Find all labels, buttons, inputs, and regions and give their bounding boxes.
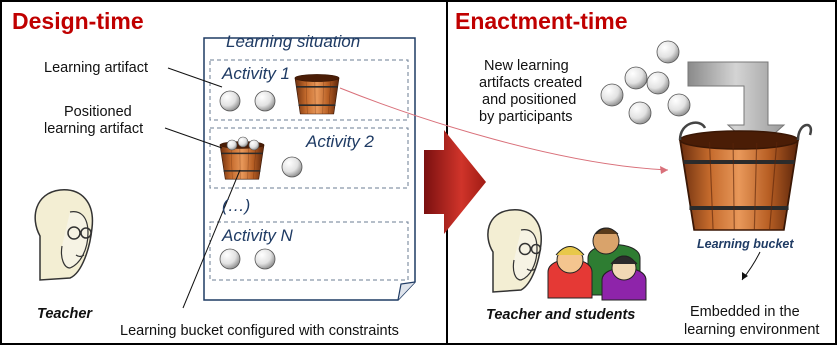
artifact-ball-icon — [281, 156, 303, 178]
embedded-label-2: learning environment — [684, 322, 820, 338]
embedded-label-1: Embedded in the — [690, 304, 800, 320]
new-artifacts-label-2: artifacts created — [479, 75, 583, 91]
activity1-label: Activity 1 — [222, 64, 291, 83]
callout-line — [167, 67, 223, 88]
bucket-handle — [796, 123, 813, 141]
new-artifacts-label-3: and positioned — [482, 92, 577, 108]
bucket-constraints-label: Learning bucket configured with constrai… — [120, 323, 399, 339]
teacher-students-label: Teacher and students — [486, 307, 636, 323]
artifact-ball-icon — [248, 139, 260, 151]
artifact-ball-icon — [237, 136, 249, 148]
artifact-ball-icon — [628, 101, 652, 125]
design-time-title: Design-time — [12, 8, 144, 34]
artifact-ball-icon — [646, 71, 670, 95]
page-curl-icon — [397, 281, 416, 301]
activity1-box — [209, 59, 409, 121]
embedded-arrowhead-icon — [742, 272, 748, 280]
positioned-artifact-label-1: Positioned — [64, 104, 132, 120]
teacher-avatar-icon — [34, 189, 94, 281]
activityN-label: Activity N — [222, 226, 293, 245]
enactment-time-title: Enactment-time — [455, 8, 628, 34]
new-artifacts-label-4: by participants — [479, 109, 573, 125]
situation-title: Learning situation — [226, 32, 361, 51]
new-artifacts-label-1: New learning — [484, 58, 569, 74]
ellipsis-label: (…) — [222, 196, 251, 215]
artifact-ball-icon — [600, 83, 624, 107]
bucket-handle — [678, 121, 707, 141]
activityN-box — [209, 221, 409, 281]
artifact-ball-icon — [656, 40, 680, 64]
artifact-ball-icon — [624, 66, 648, 90]
artifact-ball-icon — [226, 139, 238, 151]
artifact-ball-icon — [254, 248, 276, 270]
link-arrowhead-icon — [660, 166, 668, 174]
teacher-avatar-icon — [487, 209, 542, 293]
transition-arrow-icon — [424, 130, 486, 234]
teacher-label: Teacher — [37, 306, 93, 322]
link-curve — [339, 87, 669, 171]
artifact-ball-icon — [219, 248, 241, 270]
students-group-icon — [547, 227, 647, 301]
callout-line — [164, 127, 223, 149]
callout-line — [182, 169, 241, 309]
artifact-ball-icon — [219, 90, 241, 112]
learning-artifact-label: Learning artifact — [44, 60, 148, 76]
activity2-label: Activity 2 — [306, 132, 375, 151]
activity2-box — [209, 127, 409, 189]
learning-bucket-label: Learning bucket — [697, 237, 794, 251]
bucket-icon — [294, 73, 340, 115]
artifact-ball-icon — [667, 93, 691, 117]
learning-bucket-icon — [680, 131, 798, 230]
positioned-artifact-label-2: learning artifact — [44, 121, 144, 137]
artifact-ball-icon — [254, 90, 276, 112]
